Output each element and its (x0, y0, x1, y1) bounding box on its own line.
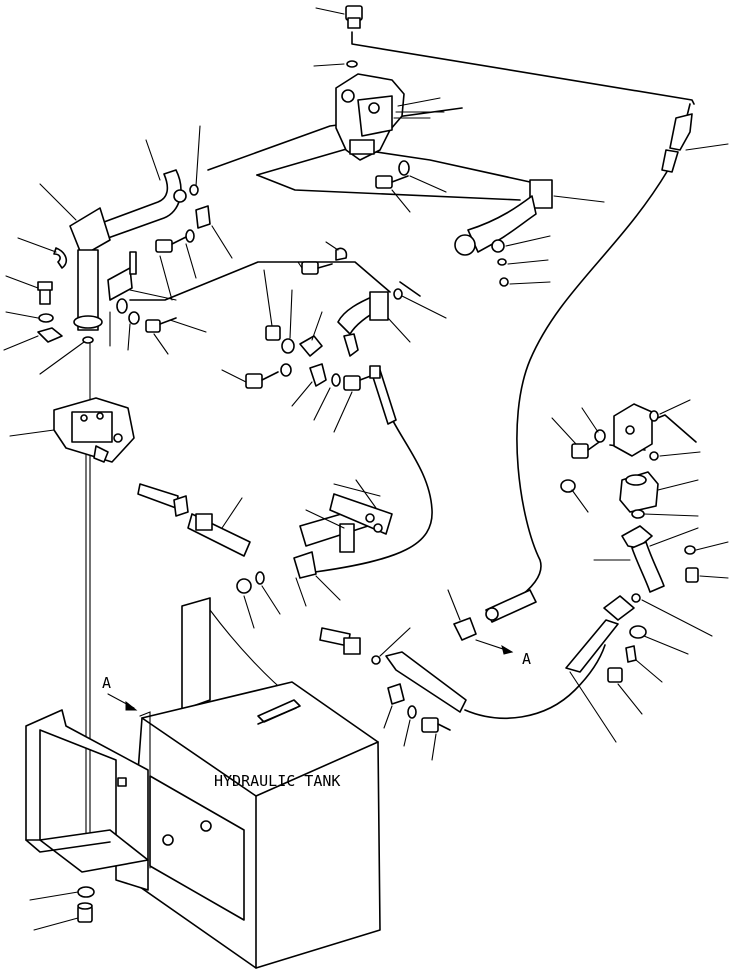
right-filter-assembly (551, 399, 701, 519)
tank-label: HYDRAULIC TANK (214, 772, 340, 790)
hydraulic-tank: HYDRAULIC TANK (25, 597, 381, 969)
tank-mounting-bolt (29, 886, 95, 931)
view-marker-left: A (102, 674, 151, 869)
left-clamp-and-bolts (3, 229, 207, 375)
marker-letter-left: A (102, 674, 111, 692)
left-control-valve (9, 397, 135, 463)
return-hose-and-clamp (137, 479, 393, 629)
left-suction-pipe (39, 125, 233, 331)
center-bottom-fittings (319, 627, 467, 761)
right-lower-hose-fittings (565, 595, 689, 743)
main-control-valve (335, 73, 445, 161)
marker-letter-right: A (522, 650, 531, 668)
bottom-hose-fitting (447, 589, 537, 655)
upper-right-pipe (454, 179, 605, 287)
right-hose-fitting (661, 113, 729, 173)
top-fitting (315, 5, 363, 29)
center-pipe-assembly (221, 241, 447, 433)
bolt-and-washer-set (375, 160, 447, 213)
route-outlines (129, 107, 697, 451)
o-ring (346, 60, 358, 68)
right-lower-elbow (593, 525, 729, 637)
